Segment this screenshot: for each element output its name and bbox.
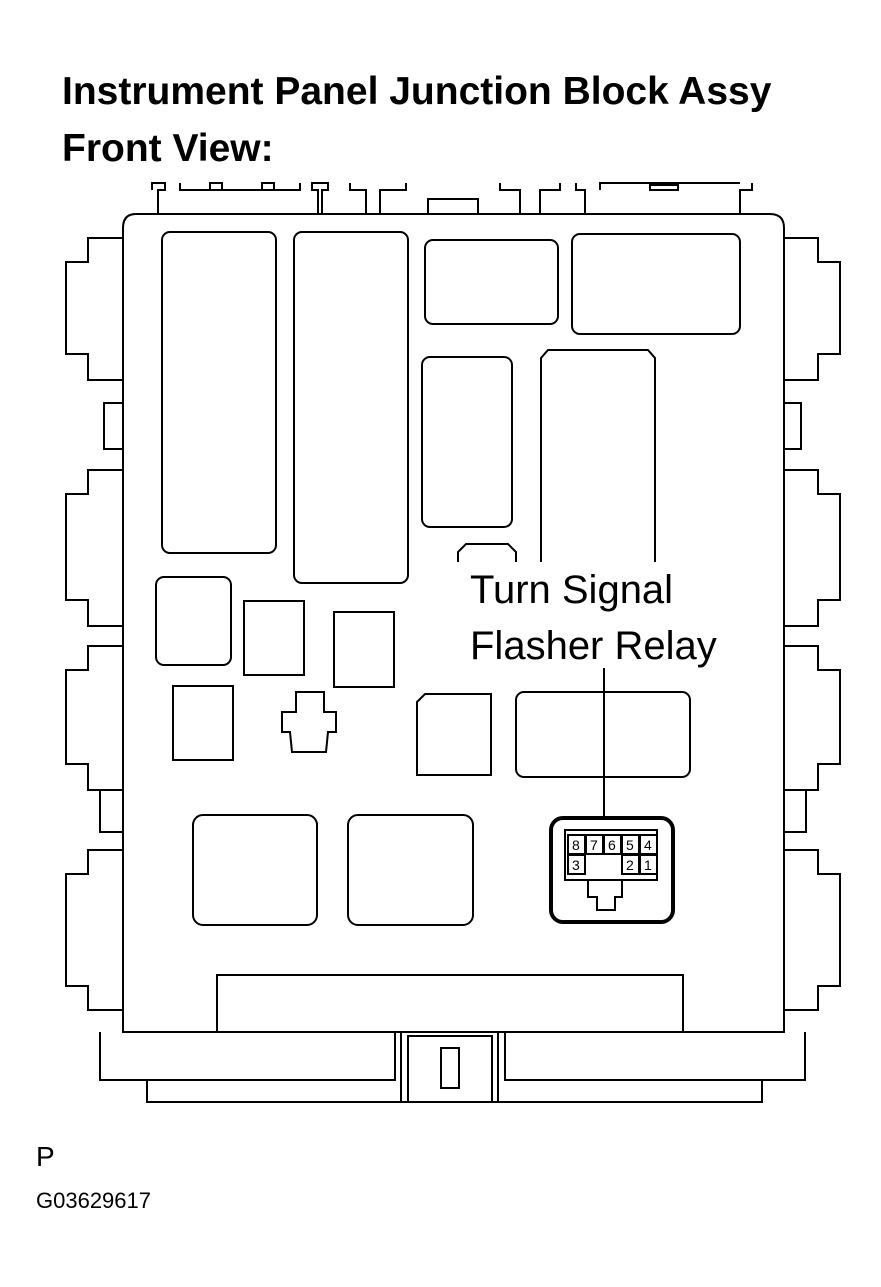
left-side-connectors bbox=[65, 237, 124, 1011]
diagram-title-line-2: Front View: bbox=[62, 127, 274, 170]
turn-signal-flasher-relay bbox=[549, 816, 675, 924]
pin-7-label: 7 bbox=[590, 837, 598, 853]
pin-1-label: 1 bbox=[644, 857, 652, 873]
pin-6-label: 6 bbox=[608, 837, 616, 853]
pin-2-label: 2 bbox=[626, 857, 634, 873]
view-marker: P bbox=[36, 1141, 55, 1172]
pin-8-label: 8 bbox=[572, 837, 580, 853]
junction-block-body bbox=[122, 213, 785, 1033]
callout-label-line-1: Turn Signal bbox=[470, 568, 674, 612]
right-side-connectors bbox=[783, 237, 841, 1011]
top-mounting-tabs bbox=[151, 182, 753, 215]
diagram-title-line-1: Instrument Panel Junction Block Assy bbox=[62, 70, 772, 113]
figure-id: G03629617 bbox=[36, 1188, 151, 1213]
pin-5-label: 5 bbox=[626, 837, 634, 853]
callout-label-line-2: Flasher Relay bbox=[470, 624, 717, 668]
relay-pin-numbers: 8 7 6 5 4 3 2 1 bbox=[572, 837, 652, 873]
pin-3-label: 3 bbox=[572, 857, 580, 873]
pin-4-label: 4 bbox=[644, 837, 652, 853]
bottom-frame bbox=[99, 1032, 806, 1103]
